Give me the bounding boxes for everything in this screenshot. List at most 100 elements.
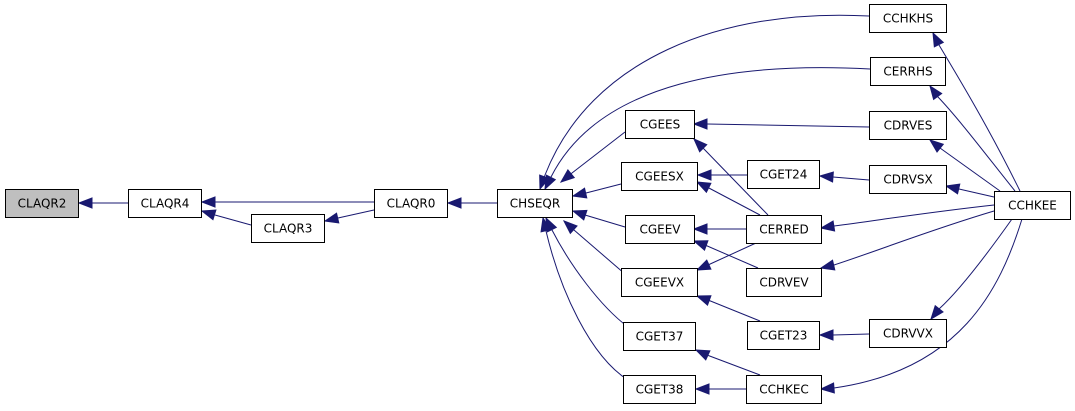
edge-cgees-to-chseqr	[559, 131, 626, 183]
edge-line	[544, 67, 871, 190]
node-label: CCHKEC	[759, 383, 809, 397]
edge-cerred-to-cgeesx	[695, 181, 761, 216]
edges-layer	[77, 14, 1023, 395]
node-cgeev[interactable]: CGEEV	[625, 215, 695, 244]
edge-cerred-to-cgeevx	[695, 242, 757, 271]
edge-line	[820, 218, 1023, 390]
edge-cchkee-to-cchkec	[819, 218, 1023, 394]
node-cchkec[interactable]: CCHKEC	[746, 375, 822, 404]
node-claqr3[interactable]: CLAQR3	[251, 214, 325, 243]
arrowhead-icon	[944, 183, 961, 195]
node-label: CCHKHS	[883, 12, 933, 26]
arrowhead-icon	[819, 382, 835, 394]
edge-cchkee-to-cdrves	[928, 139, 1001, 192]
arrowhead-icon	[818, 171, 834, 183]
node-cerred[interactable]: CERRED	[746, 215, 822, 244]
node-cdrvvx[interactable]: CDRVVX	[869, 319, 947, 348]
node-cchkee[interactable]: CCHKEE	[994, 191, 1071, 220]
node-cdrvev[interactable]: CDRVEV	[746, 268, 822, 297]
arrowhead-icon	[77, 197, 93, 209]
node-cget23[interactable]: CGET23	[747, 321, 820, 350]
node-cget37[interactable]: CGET37	[623, 322, 696, 351]
node-cdrves[interactable]: CDRVES	[869, 111, 947, 140]
arrowhead-icon	[446, 197, 462, 209]
edge-cerred-to-cgees	[693, 138, 769, 216]
edge-cchkee-to-cerred	[819, 204, 995, 232]
arrowhead-icon	[544, 174, 557, 191]
node-label: CDRVES	[884, 119, 933, 133]
edge-claqr0-to-claqr4	[200, 196, 375, 208]
edge-cdrvev-to-cgeev	[692, 240, 759, 269]
edge-cgeesx-to-chseqr	[571, 183, 622, 199]
node-cget24[interactable]: CGET24	[747, 160, 820, 189]
node-label: CLAQR0	[387, 197, 436, 211]
arrowhead-icon	[562, 220, 578, 235]
edge-cerred-to-cgeev	[692, 223, 746, 235]
edge-chseqr-to-claqr0	[446, 197, 497, 209]
node-label: CLAQR4	[141, 197, 190, 211]
edge-cchkee-to-cdrvev	[819, 210, 995, 271]
arrowhead-icon	[696, 169, 712, 181]
node-label: CLAQR2	[18, 197, 67, 211]
edge-cgeev-to-chseqr	[571, 209, 626, 228]
edge-cgeevx-to-chseqr	[562, 220, 626, 275]
edge-line	[929, 85, 1016, 192]
node-claqr0[interactable]: CLAQR0	[374, 189, 448, 218]
arrowhead-icon	[928, 139, 945, 153]
arrowhead-icon	[694, 383, 710, 395]
node-label: CGET24	[760, 168, 808, 182]
arrowhead-icon	[932, 31, 945, 48]
arrowhead-icon	[693, 138, 708, 153]
node-claqr4[interactable]: CLAQR4	[128, 189, 202, 218]
arrowhead-icon	[818, 329, 834, 341]
arrowhead-icon	[694, 349, 711, 361]
edge-line	[820, 204, 995, 229]
arrowhead-icon	[692, 118, 708, 130]
node-claqr2[interactable]: CLAQR2	[5, 189, 79, 218]
node-label: CGET38	[636, 383, 684, 397]
edge-cchkee-to-cdrvsx	[944, 183, 995, 198]
arrowhead-icon	[930, 304, 944, 321]
edge-claqr3-to-claqr4	[200, 209, 252, 226]
node-cerrhs[interactable]: CERRHS	[870, 57, 946, 86]
node-label: CERRHS	[883, 65, 932, 79]
arrowhead-icon	[200, 209, 217, 221]
node-cchkhs[interactable]: CCHKHS	[869, 4, 947, 33]
edge-cchkee-to-cdrvvx	[930, 218, 1013, 321]
edge-claqr4-to-claqr2	[77, 197, 128, 209]
node-cgees[interactable]: CGEES	[625, 110, 695, 139]
node-cget38[interactable]: CGET38	[623, 375, 696, 404]
arrowhead-icon	[540, 216, 552, 233]
edge-line	[930, 218, 1013, 320]
node-label: CHSEQR	[510, 197, 560, 211]
node-cgeevx[interactable]: CGEEVX	[621, 268, 698, 297]
node-label: CDRVSX	[883, 173, 932, 187]
arrowhead-icon	[695, 295, 712, 306]
arrowhead-icon	[695, 259, 712, 271]
arrowhead-icon	[323, 212, 340, 224]
node-label: CGET37	[636, 330, 684, 344]
node-label: CDRVEV	[759, 276, 809, 290]
edge-cdrves-to-cgees	[692, 118, 870, 130]
edge-line	[694, 123, 870, 128]
node-label: CGEESX	[635, 170, 684, 184]
edge-cchkec-to-cget37	[694, 349, 761, 376]
arrowhead-icon	[571, 187, 588, 199]
node-chseqr[interactable]: CHSEQR	[497, 189, 573, 218]
edge-cget24-to-cgeesx	[696, 169, 747, 181]
node-cgeesx[interactable]: CGEESX	[621, 162, 698, 191]
edge-cdrvsx-to-cget24	[818, 171, 870, 183]
node-cdrvsx[interactable]: CDRVSX	[869, 165, 947, 194]
edge-cerrhs-to-chseqr	[544, 67, 871, 191]
edge-cchkec-to-cget38	[694, 383, 746, 395]
node-label: CGEES	[640, 118, 680, 132]
arrowhead-icon	[692, 223, 708, 235]
arrowhead-icon	[692, 240, 709, 251]
arrowhead-icon	[559, 169, 576, 183]
nodes-layer: CLAQR2 CLAQR4 CLAQR3 CLAQR0 CHSEQR CGEES…	[5, 4, 1071, 404]
node-label: CGET23	[760, 329, 808, 343]
arrowhead-icon	[819, 259, 836, 271]
arrowhead-icon	[819, 220, 836, 232]
edge-line	[545, 217, 629, 328]
